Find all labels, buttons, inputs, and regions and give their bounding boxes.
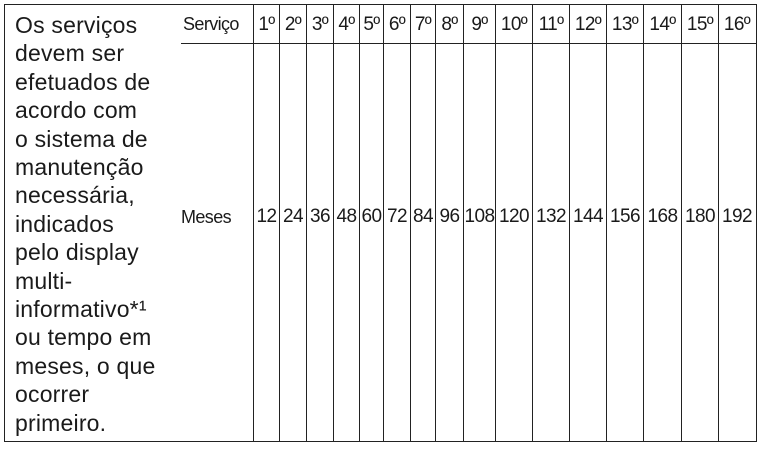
months-cell: 168: [647, 206, 679, 227]
service-header-cell: 10º: [500, 13, 528, 35]
column-divider: [279, 5, 280, 441]
column-divider: [383, 5, 384, 441]
column-divider: [463, 5, 464, 441]
service-header-cell: 16º: [723, 13, 751, 35]
service-header-cell: 14º: [649, 13, 676, 35]
service-header-cell: 9º: [471, 13, 488, 35]
months-cell: 108: [464, 206, 496, 227]
months-cell: 60: [361, 206, 383, 227]
service-header-cell: 12º: [574, 13, 602, 35]
column-divider: [410, 5, 411, 441]
months-cell: 96: [439, 206, 461, 227]
months-row-label: Meses: [181, 206, 232, 227]
service-header-cell: 11º: [538, 13, 564, 35]
months-cell: 180: [685, 206, 716, 227]
header-divider: [181, 43, 756, 44]
service-header-cell: 5º: [363, 13, 380, 35]
months-cell: 84: [413, 206, 434, 227]
months-cell: 120: [499, 206, 530, 227]
maintenance-schedule-table: Os serviços devem ser efetuados de acord…: [4, 4, 757, 442]
months-cell: 48: [336, 206, 358, 227]
service-header-cell: 8º: [441, 13, 458, 35]
service-row-label: Serviço: [183, 14, 239, 34]
months-cell: 72: [387, 206, 408, 227]
column-divider: [359, 5, 360, 441]
months-cell: 156: [610, 206, 641, 227]
service-header-cell: 1º: [258, 13, 275, 35]
months-cell: 132: [536, 206, 567, 227]
months-cell: 144: [573, 206, 604, 227]
column-divider: [532, 5, 533, 441]
column-divider: [495, 5, 496, 441]
column-divider: [306, 5, 307, 441]
column-divider: [643, 5, 644, 441]
column-divider: [681, 5, 682, 441]
service-header-cell: 4º: [338, 13, 355, 35]
column-divider: [333, 5, 334, 441]
service-header-cell: 3º: [311, 13, 329, 35]
service-header-cell: 6º: [388, 13, 406, 35]
column-divider: [253, 5, 254, 441]
column-divider: [606, 5, 607, 441]
months-cell: 12: [256, 206, 278, 227]
months-cell: 36: [310, 206, 331, 227]
service-header-cell: 7º: [414, 13, 432, 35]
months-cell: 192: [722, 206, 753, 227]
column-divider: [435, 5, 436, 441]
schedule-description: Os serviços devem ser efetuados de acord…: [15, 12, 156, 436]
service-header-cell: 15º: [686, 13, 714, 35]
column-divider: [718, 5, 719, 441]
months-cell: 24: [283, 206, 304, 227]
service-header-cell: 2º: [284, 13, 302, 35]
column-divider: [569, 5, 570, 441]
service-header-cell: 13º: [611, 13, 639, 35]
